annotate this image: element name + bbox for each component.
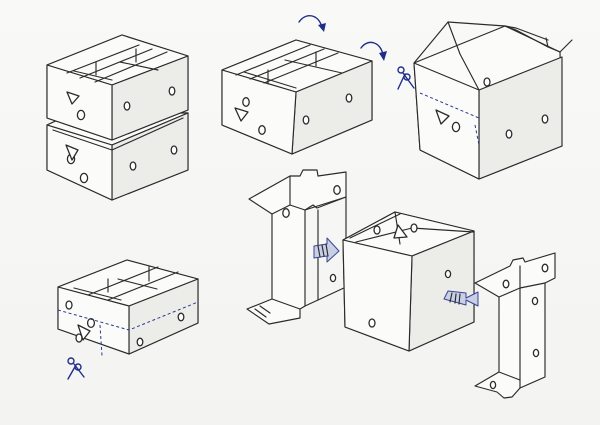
push-arrow-icon [313, 237, 340, 263]
stacked-boxes-illustration [46, 34, 189, 201]
open-box-illustration [397, 21, 573, 180]
scissors-icon [67, 357, 85, 380]
flat-box-illustration [57, 259, 199, 380]
upper-box [46, 34, 189, 141]
right-insert-illustration [474, 252, 556, 399]
scissors-icon [397, 66, 415, 90]
curved-arrow-icon [360, 41, 387, 61]
cube-box-illustration [342, 211, 475, 352]
push-arrow-icon [443, 290, 479, 307]
curved-arrow-icon [298, 15, 326, 32]
folding-box-illustration [221, 15, 387, 155]
